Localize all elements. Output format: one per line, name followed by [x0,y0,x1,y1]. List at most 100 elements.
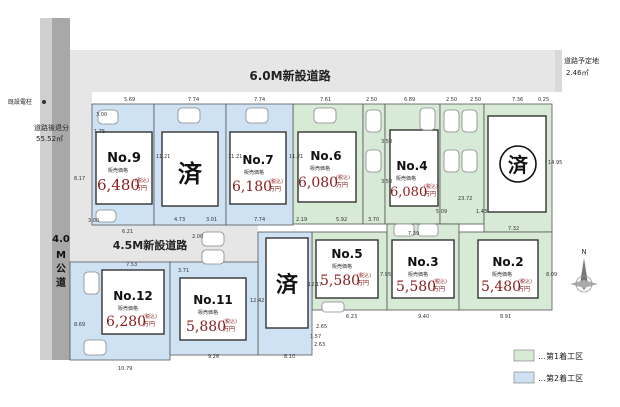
lot-3-tax: (税込) [433,278,447,285]
car-5 [321,301,345,313]
lot-9-price-label: 販売価格 [108,167,128,174]
dim-17: 3.50 [381,139,392,145]
dim-24: 7.74 [254,217,265,223]
lot-12-unit: 万円 [143,321,155,328]
car-11b [201,249,225,265]
dim-28: 5.09 [436,209,447,215]
lot-6-price-label: 販売価格 [310,165,330,172]
dim-25: 2.19 [296,217,307,223]
house-4 [389,129,439,207]
lot-7-tax: (税込) [269,178,283,185]
lot-6-number: No.6 [310,149,341,163]
lot-5-price-label: 販売価格 [332,263,352,270]
lot-12-price-label: 販売価格 [118,305,138,312]
lot-4-price: 6,080 [390,185,427,200]
lot-9-tax: (税込) [135,177,149,184]
sold-mark-lot10: 済 [276,272,299,298]
lot-4-number: No.4 [396,159,427,173]
public-road-label-4: 道 [56,276,66,289]
lot-7-price: 6,180 [232,179,272,195]
car-7a [245,107,269,124]
dim-41: 1.57 [310,334,321,340]
dim-26: 5.92 [336,217,347,223]
compass: N [570,248,598,293]
inner-road-label: 4.5M新設道路 [113,238,188,252]
legend-phase2-swatch [513,371,535,384]
lot-12-number: No.12 [113,289,153,303]
dim-12: 1.75 [94,129,105,135]
dim-20: 1.43 [476,209,487,215]
entry-road [70,92,92,225]
car-4a [419,107,436,131]
dim-2: 7.74 [188,97,199,103]
lot-11-price-label: 販売価格 [198,309,218,316]
lot-labels: No.9 販売価格 6,480 (税込) 万円 No.7 販売価格 6,180 … [97,149,532,335]
house-12 [101,269,165,335]
car-8a [177,107,201,124]
dim-1: 5.69 [124,97,135,103]
planned-road-area-label: 2.46㎡ [566,69,589,77]
car-entry [95,209,117,223]
main-road-label: 6.0M新設道路 [249,68,331,83]
dim-4: 7.61 [320,97,331,103]
house-6 [297,131,357,203]
lot-5-tax: (税込) [357,272,371,279]
lot-3-price-label: 販売価格 [408,271,428,278]
lot-12-tax: (税込) [143,313,157,320]
dim-14: 11.21 [156,154,170,160]
lot-2-number: No.2 [492,255,523,269]
lot-3-number: No.3 [407,255,438,269]
dim-3: 7.74 [254,97,265,103]
lot-2-tax: (税込) [518,278,532,285]
car-6p1 [365,109,382,133]
lot-6-unit: 万円 [336,182,348,189]
dim-32: 3.00 [88,218,99,224]
dim-44: 8.91 [500,314,511,320]
lot-11-tax: (税込) [223,318,237,325]
dim-34: 7.53 [126,262,137,268]
dim-27: 3.70 [368,217,379,223]
dim-15: 11.21 [228,154,242,160]
dim-33: 2.00 [192,234,203,240]
main-new-road [70,50,555,92]
car-3b [417,223,439,237]
house-5 [315,239,379,299]
lot-7-price-label: 販売価格 [244,169,264,176]
car-4p1 [443,109,460,133]
house-3 [391,239,455,299]
car-4p2 [461,109,478,133]
public-road-label-3: 公 [56,263,66,275]
lot-2-price-label: 販売価格 [492,271,512,278]
public-road-label-2: M [56,250,66,261]
utility-pole-label: 既設電柱 [8,98,32,106]
sold-mark-east: 済 [508,153,529,177]
dim-5: 2.50 [366,97,377,103]
car-12b [83,339,107,356]
dim-39: 7.95 [380,272,391,278]
lot-9-unit: 万円 [135,185,147,192]
sold-mark-lot8: 済 [178,160,203,188]
legend: …第1着工区 …第2着工区 [513,349,583,384]
public-road [52,18,70,360]
house-7 [229,131,287,205]
lot-11-price: 5,880 [186,319,226,335]
lot-7-unit: 万円 [269,186,281,193]
dim-29: 23.72 [458,196,472,202]
dim-13: 8.17 [74,176,85,182]
lot-4-unit: 万円 [424,191,436,198]
dim-49: 10.79 [118,366,132,372]
car-9 [97,109,119,125]
dim-30: 7.39 [408,231,419,237]
compass-north: N [581,248,586,256]
lot-6-price: 6,080 [298,175,338,191]
house-2 [477,239,539,299]
car-11a [201,231,225,247]
road-setback-area: 55.52㎡ [36,135,63,143]
lot-7-number: No.7 [242,153,273,167]
planned-road-label: 道路予定地 [564,56,599,65]
lot-5-price: 5,580 [320,273,360,289]
car-12 [83,271,100,295]
house-footprints [95,115,547,341]
lot-12-price: 6,280 [106,314,146,330]
